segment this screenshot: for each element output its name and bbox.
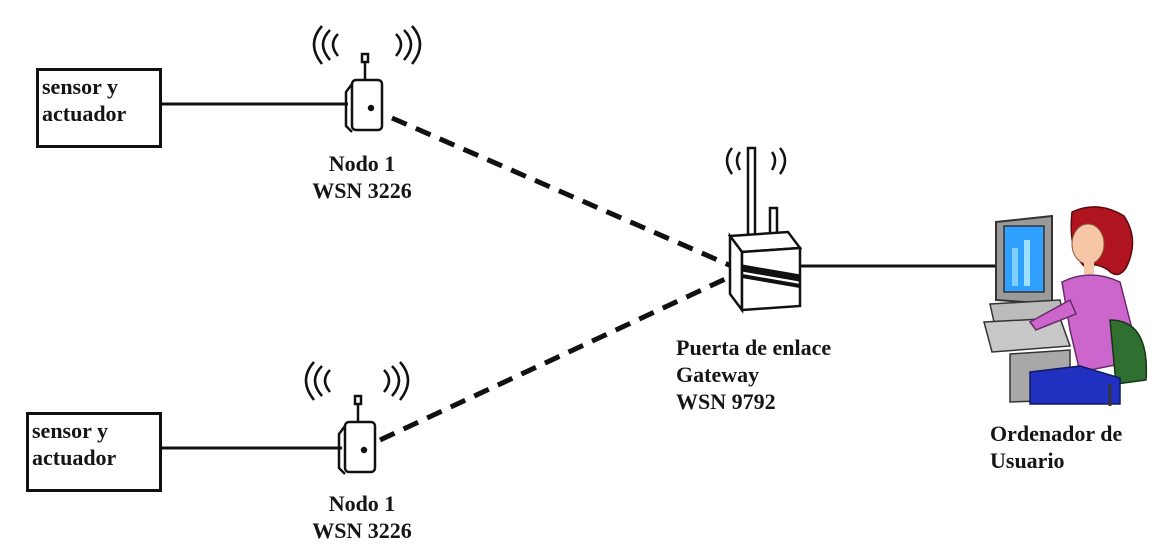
gateway-line2: Gateway	[676, 362, 760, 387]
node-2-model: WSN 3226	[312, 518, 412, 543]
radio-waves-icon	[304, 361, 410, 401]
sensor-1-line2: actuador	[42, 101, 127, 126]
gateway-label: Puerta de enlace Gateway WSN 9792	[676, 334, 831, 415]
gateway-line3: WSN 9792	[676, 389, 776, 414]
sensor-actuator-box-2: sensor y actuador	[26, 412, 162, 492]
gateway-line1: Puerta de enlace	[676, 335, 832, 360]
user-line2: Usuario	[990, 448, 1065, 473]
node-1-name: Nodo 1	[328, 151, 396, 176]
sensor-1-line1: sensor y	[42, 74, 118, 99]
user-label: Ordenador de Usuario	[990, 420, 1122, 474]
computer-user-icon	[983, 206, 1148, 406]
wireless-link-node1	[391, 115, 737, 271]
gateway-router-icon	[727, 146, 803, 314]
wireless-node-icon	[344, 52, 384, 133]
radio-waves-icon	[725, 147, 787, 175]
sensor-2-line2: actuador	[32, 445, 117, 470]
wireless-node-icon	[337, 394, 377, 475]
sensor-2-line1: sensor y	[32, 418, 108, 443]
radio-waves-icon	[312, 25, 422, 65]
sensor-actuator-box-1: sensor y actuador	[36, 68, 162, 148]
user-line1: Ordenador de	[990, 421, 1123, 446]
wireless-link-node2	[378, 271, 738, 443]
node-1-label: Nodo 1 WSN 3226	[292, 150, 432, 204]
node-2-name: Nodo 1	[328, 491, 396, 516]
node-1-model: WSN 3226	[312, 178, 412, 203]
node-2-label: Nodo 1 WSN 3226	[292, 490, 432, 544]
